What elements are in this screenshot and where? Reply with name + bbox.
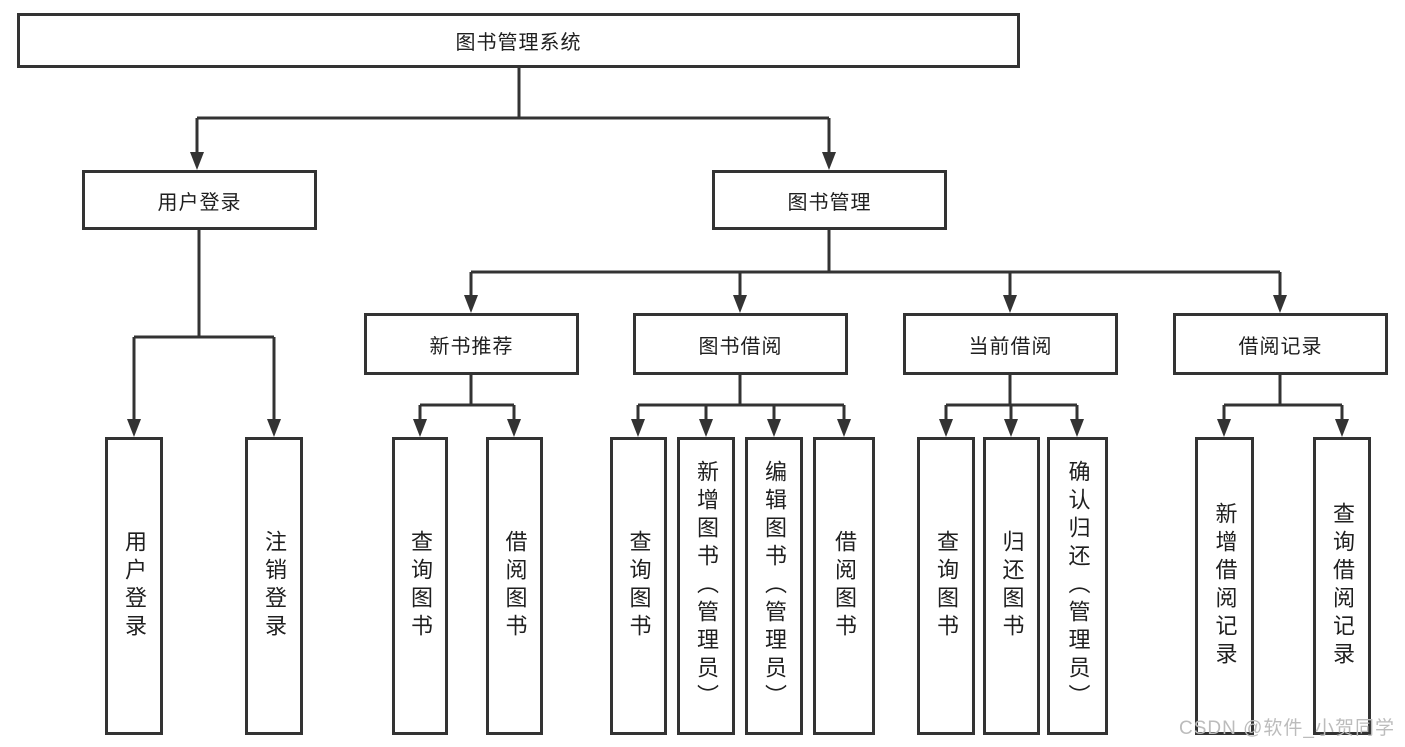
node-confirm-return-admin: 确认归还（管理员） <box>1047 437 1108 735</box>
node-label: 借阅图书 <box>502 530 528 642</box>
node-label: 图书借阅 <box>698 335 783 358</box>
node-add-books-admin: 新增图书（管理员） <box>677 437 735 735</box>
node-label: 查询借阅记录 <box>1330 502 1355 670</box>
connector-current-borrow <box>939 375 1084 437</box>
node-query-books-borrow: 查询图书 <box>610 437 667 735</box>
node-borrow-books: 借阅图书 <box>813 437 875 735</box>
node-query-borrow-record: 查询借阅记录 <box>1313 437 1371 735</box>
node-label: 用户登录 <box>157 191 242 214</box>
watermark: CSDN @软件_小贺同学 <box>1179 718 1395 739</box>
node-label: 当前借阅 <box>968 335 1053 358</box>
node-edit-books-admin: 编辑图书（管理员） <box>745 437 803 735</box>
arrowhead-down-icon <box>822 152 836 170</box>
node-book-management: 图书管理 <box>712 170 947 230</box>
node-query-books-current: 查询图书 <box>917 437 975 735</box>
arrowhead-down-icon <box>413 419 427 437</box>
arrowhead-down-icon <box>127 419 141 437</box>
node-label: 新增借阅记录 <box>1212 502 1238 670</box>
arrowhead-down-icon <box>767 419 781 437</box>
arrowhead-down-icon <box>1003 295 1017 313</box>
connector-book-management <box>464 230 1287 313</box>
node-return-books: 归还图书 <box>983 437 1040 735</box>
node-label: 图书管理系统 <box>455 32 582 54</box>
arrowhead-down-icon <box>190 152 204 170</box>
arrowhead-down-icon <box>837 419 851 437</box>
node-logout: 注销登录 <box>245 437 303 735</box>
node-borrow-books-recommend: 借阅图书 <box>486 437 543 735</box>
arrowhead-down-icon <box>1335 419 1349 437</box>
node-label: 编辑图书（管理员） <box>762 460 787 712</box>
connector-borrow-records <box>1217 375 1349 437</box>
connector-book-borrow <box>631 375 851 437</box>
arrowhead-down-icon <box>1217 419 1231 437</box>
node-label: 新书推荐 <box>429 335 514 358</box>
arrowhead-down-icon <box>1004 419 1018 437</box>
node-label: 借阅记录 <box>1238 335 1323 358</box>
arrowhead-down-icon <box>939 419 953 437</box>
node-user-login-action: 用户登录 <box>105 437 163 735</box>
arrowhead-down-icon <box>507 419 521 437</box>
node-root: 图书管理系统 <box>17 13 1020 68</box>
node-add-borrow-record: 新增借阅记录 <box>1195 437 1254 735</box>
node-query-books-recommend: 查询图书 <box>392 437 448 735</box>
arrowhead-down-icon <box>631 419 645 437</box>
node-label: 查询图书 <box>626 530 652 642</box>
node-label: 用户登录 <box>122 530 147 642</box>
node-label: 新增图书（管理员） <box>694 460 719 712</box>
connector-root <box>190 68 836 170</box>
connector-user-login <box>127 230 281 437</box>
node-current-borrow: 当前借阅 <box>903 313 1118 375</box>
node-label: 查询图书 <box>408 530 433 642</box>
node-label: 注销登录 <box>262 530 287 642</box>
arrowhead-down-icon <box>267 419 281 437</box>
arrowhead-down-icon <box>464 295 478 313</box>
node-book-borrow: 图书借阅 <box>633 313 848 375</box>
connector-new-book <box>413 375 521 437</box>
node-borrow-records: 借阅记录 <box>1173 313 1388 375</box>
node-label: 归还图书 <box>999 530 1025 642</box>
node-label: 查询图书 <box>934 530 959 642</box>
arrowhead-down-icon <box>1273 295 1287 313</box>
node-label: 确认归还（管理员） <box>1065 460 1091 712</box>
arrowhead-down-icon <box>699 419 713 437</box>
node-new-book-recommend: 新书推荐 <box>364 313 579 375</box>
arrowhead-down-icon <box>1070 419 1084 437</box>
node-label: 借阅图书 <box>832 530 857 642</box>
node-user-login: 用户登录 <box>82 170 317 230</box>
node-label: 图书管理 <box>787 191 872 214</box>
arrowhead-down-icon <box>733 295 747 313</box>
